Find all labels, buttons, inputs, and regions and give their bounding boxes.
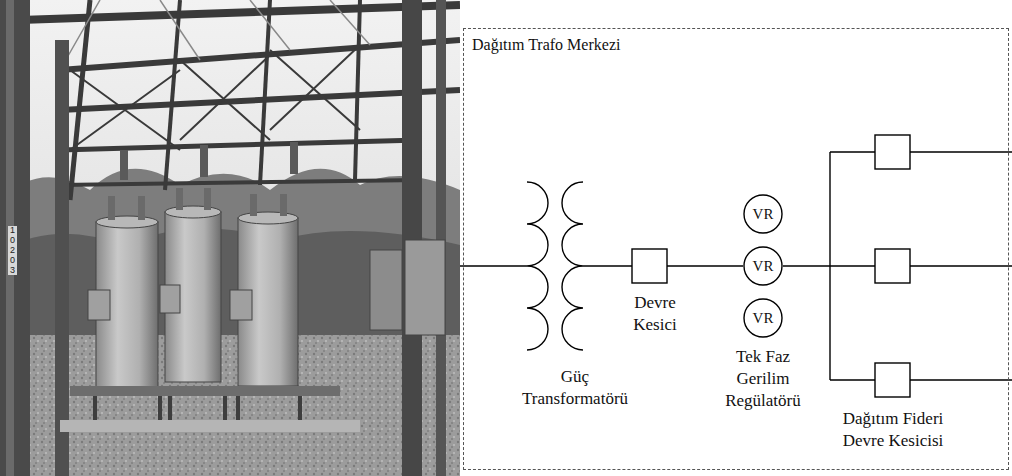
component-label: Güç Transformatörü bbox=[513, 366, 637, 410]
regulator-circle: VR bbox=[743, 194, 783, 234]
breaker-symbol bbox=[875, 249, 910, 283]
pole-number: 10203 bbox=[8, 226, 17, 275]
regulator-circle: VR bbox=[743, 298, 783, 338]
bus-wire bbox=[783, 265, 830, 266]
region-title: Dağıtım Trafo Merkezi bbox=[472, 35, 620, 55]
component-label: Tek Faz Gerilim Regülatörü bbox=[717, 346, 809, 412]
substation-photo bbox=[0, 0, 460, 476]
breaker-symbol bbox=[875, 363, 910, 397]
bus-wire bbox=[667, 265, 743, 266]
regulator-label: VR bbox=[753, 257, 774, 275]
feeder-line bbox=[830, 151, 1012, 152]
feeder-line bbox=[830, 379, 1012, 380]
feeder-line bbox=[830, 265, 1012, 266]
breaker-symbol bbox=[632, 249, 667, 283]
component-label: Dağıtım Fideri Devre Kesicisi bbox=[831, 408, 955, 452]
regulator-circle: VR bbox=[743, 246, 783, 286]
breaker-symbol bbox=[875, 135, 910, 169]
component-label: Devre Kesici bbox=[624, 292, 686, 336]
regulator-label: VR bbox=[753, 205, 774, 223]
regulator-label: VR bbox=[753, 309, 774, 327]
transformer-winding bbox=[562, 182, 583, 350]
incoming-line bbox=[460, 265, 527, 266]
transformer-winding bbox=[527, 182, 548, 350]
bus-wire bbox=[583, 265, 632, 266]
